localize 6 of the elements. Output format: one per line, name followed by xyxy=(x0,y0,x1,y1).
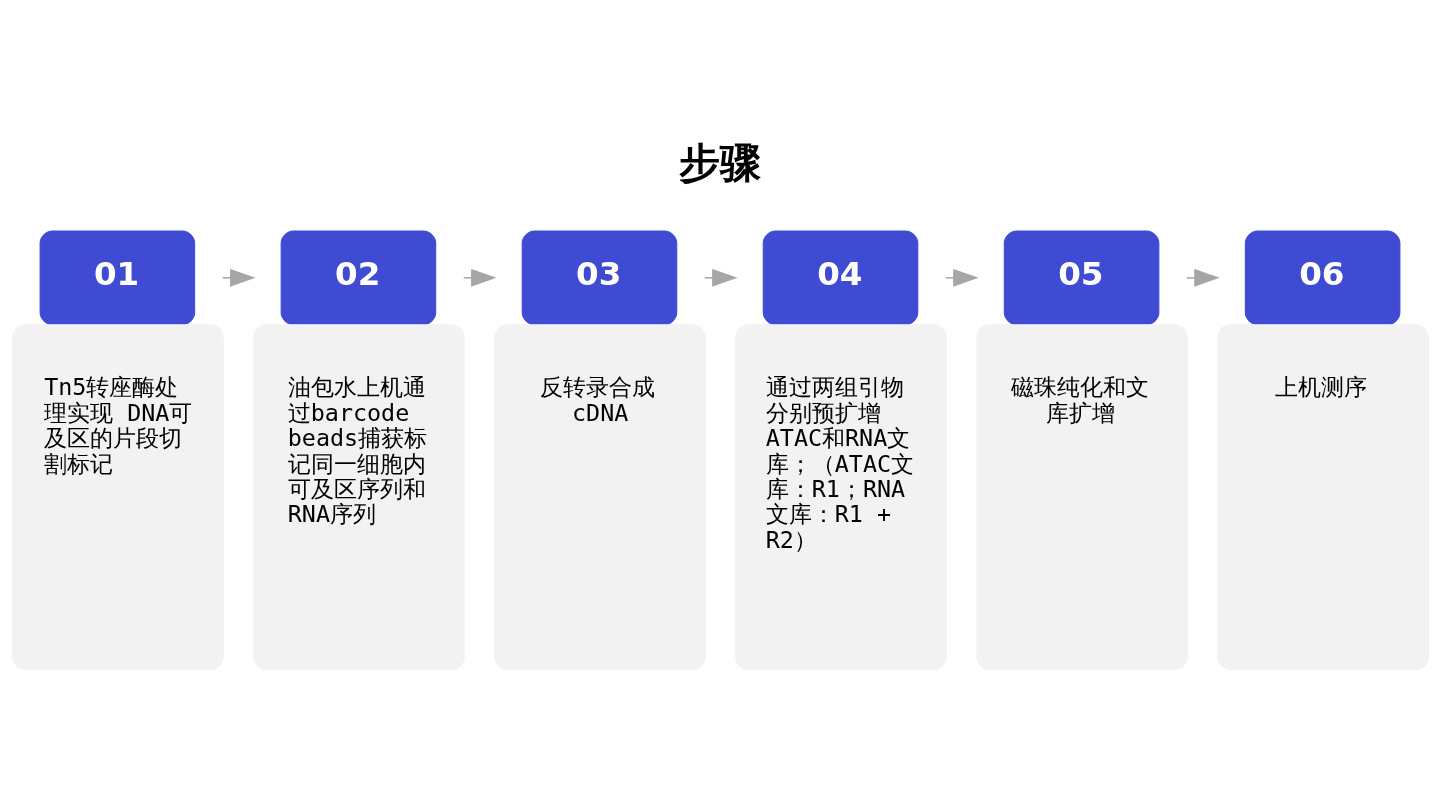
arrow xyxy=(221,268,256,287)
arrow xyxy=(462,268,497,287)
arrow xyxy=(945,268,979,287)
arrow xyxy=(1186,268,1220,287)
diagram-title: 步骤 xyxy=(679,138,762,187)
arrow xyxy=(703,268,738,287)
